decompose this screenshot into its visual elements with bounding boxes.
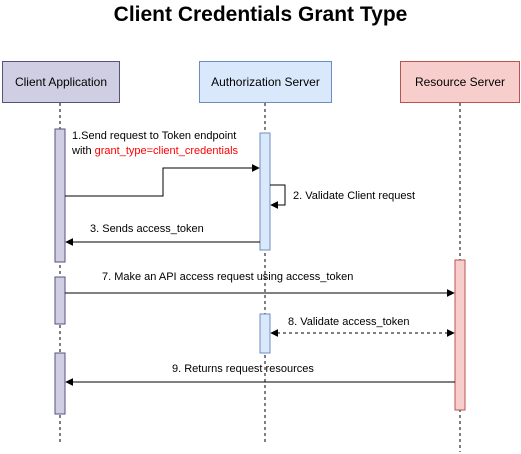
label-validate-access-token: 8. Validate access_token	[288, 316, 409, 328]
participant-label: Resource Server	[414, 75, 506, 89]
label-api-request: 7. Make an API access request using acce…	[102, 271, 353, 283]
activation-client-3	[54, 352, 66, 415]
participant-label: Authorization Server	[211, 75, 320, 89]
label-with: with	[71, 145, 95, 157]
label-sends-access-token: 3. Sends access_token	[90, 223, 204, 235]
diagram-title: Client Credentials Grant Type	[113, 3, 408, 26]
label-returns-resources: 9. Returns request resources	[172, 363, 314, 375]
participant-client-application: Client Application	[2, 61, 120, 103]
arrow-send-token-request	[65, 164, 260, 197]
participant-label: Client Application	[14, 75, 108, 89]
label-grant-type: grant_type=client_credentials	[95, 145, 239, 157]
participant-resource-server: Resource Server	[400, 61, 520, 103]
activation-auth-1	[259, 132, 271, 251]
label-send-token-request-line2: with grant_type=client_credentials	[71, 145, 239, 157]
activation-resource	[454, 259, 466, 411]
activation-client-2	[54, 276, 66, 325]
label-send-token-request: 1.Send request to Token endpoint	[72, 130, 236, 142]
label-validate-client: 2. Validate Client request	[293, 190, 415, 202]
participant-authorization-server: Authorization Server	[199, 61, 332, 103]
activation-auth-2	[259, 313, 271, 354]
activation-client-1	[54, 128, 66, 263]
arrow-validate-client	[270, 184, 286, 209]
